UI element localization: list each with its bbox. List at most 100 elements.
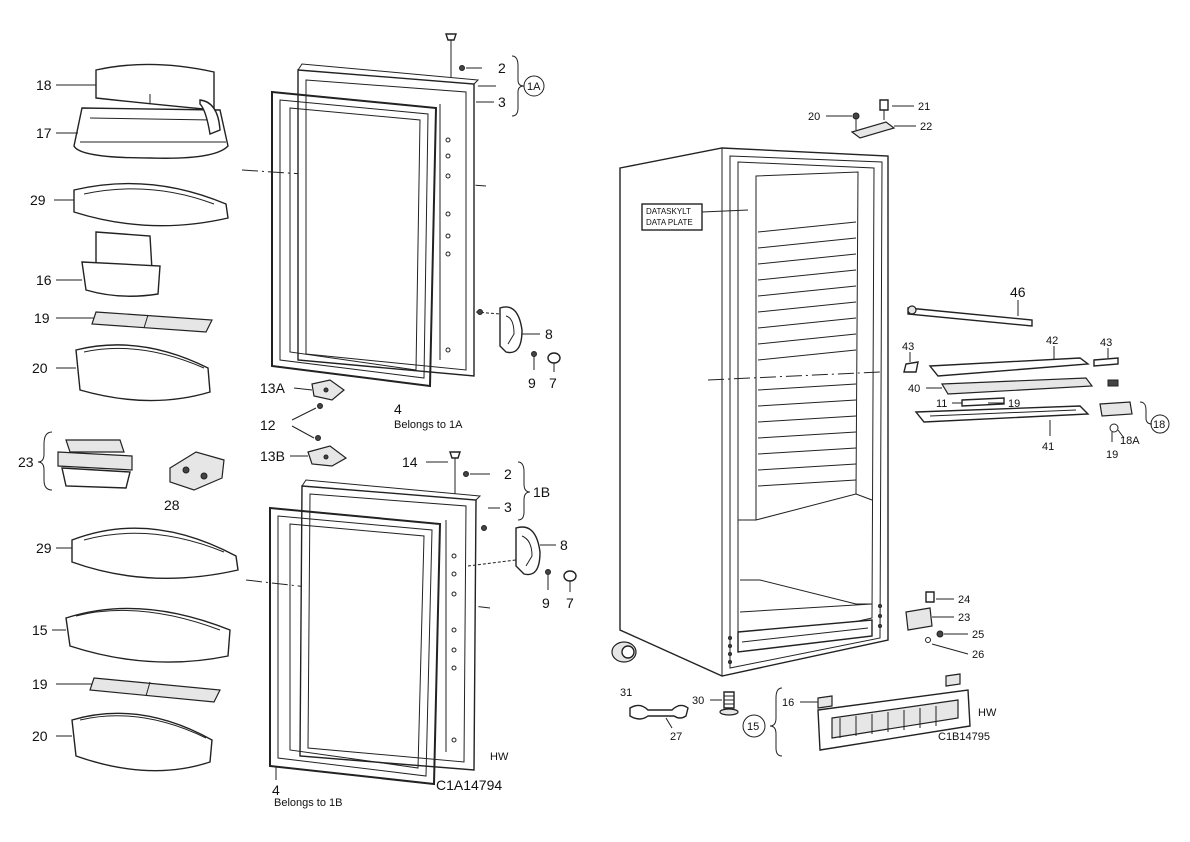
label-31: 31 [620,687,632,699]
label-14: 14 [402,454,418,470]
upper-door-hinge-holes [445,137,451,353]
label-28: 28 [164,497,180,513]
label-41: 41 [1042,441,1054,453]
bracket-1a [511,55,525,117]
label-4-upper: 4 [394,401,402,417]
label-21: 21 [918,101,930,113]
label-7-upper: 7 [549,375,557,391]
screw-2-upper [459,65,465,71]
part-20-door-bin-bottom [71,712,213,772]
bracket-18 [1139,401,1153,425]
part-19-grille-bottom [89,677,221,703]
part-15-door-bin [65,607,231,663]
label-1b: 1B [533,484,550,500]
hinge-13b [307,445,348,467]
label-3-upper: 3 [498,94,506,110]
label-16-top: 16 [36,272,52,288]
label-8-lower: 8 [560,537,568,553]
screw-20-top [852,112,860,120]
label-17: 17 [36,125,52,141]
label-18a: 18A [1120,435,1140,447]
plate-40 [940,377,1094,395]
bracket-43-right [1093,357,1119,367]
label-2-lower: 2 [504,466,512,482]
cap-7-upper [547,352,561,364]
label-4-lower: 4 [272,782,280,798]
note-belongs-1b: Belongs to 1B [274,797,343,809]
cabinet-bottom-drawer [737,619,873,653]
label-19-top: 19 [34,310,50,326]
label-46: 46 [1010,284,1026,300]
cabinet-vents [728,604,882,664]
label-15-left: 15 [32,622,48,638]
part-29-door-bin-bottom [71,527,239,580]
label-30: 30 [692,695,704,707]
label-26: 26 [972,649,984,661]
label-16-right: 16 [782,697,794,709]
label-18-right: 18 [1153,419,1165,431]
screw-9-upper [531,351,537,357]
label-18: 18 [36,77,52,93]
bracket-23 [37,431,53,491]
label-8-upper: 8 [545,326,553,342]
part-19-grille-top [91,311,213,333]
label-9-upper: 9 [528,375,536,391]
label-7-lower: 7 [566,595,574,611]
thermostat-18 [1099,401,1133,433]
label-1a: 1A [527,81,541,93]
part-23-butter-trays [57,439,133,489]
hw-mark-doors: HW [490,751,509,763]
bracket-43-left [903,361,919,373]
label-43-right: 43 [1100,337,1112,349]
axis-line-lower [245,579,491,609]
note-belongs-1a: Belongs to 1A [394,419,463,431]
upper-door-gasket-4 [271,90,438,388]
drawing-code-cabinet: C1B14795 [938,731,990,743]
label-22: 22 [920,121,932,133]
label-15-right: 15 [747,721,759,733]
label-27: 27 [670,731,682,743]
part-16-small-holder [81,231,161,297]
drawing-code-doors: C1A14794 [436,777,502,793]
upper-door-panel [297,63,480,377]
lower-door-hinge-holes [451,553,457,743]
cabinet-foot [611,641,637,663]
label-2-upper: 2 [498,60,506,76]
label-40: 40 [908,383,920,395]
part-18-shelf-lid [95,63,215,111]
label-25: 25 [972,629,984,641]
handle-8-lower [515,526,541,576]
pin-21 [879,99,889,111]
label-19-right: 19 [1106,449,1118,461]
screw-top [445,33,457,41]
label-23-left: 23 [18,454,34,470]
part-20-door-bin-top [75,344,211,402]
label-23-right: 23 [958,612,970,624]
lower-door-gasket-4 [269,506,442,786]
label-20-bottom: 20 [32,728,48,744]
hinge-23 [905,607,933,631]
label-29-bottom: 29 [36,540,52,556]
lower-door-panel [299,479,482,771]
cabinet-shelf-rails [757,221,857,487]
data-plate-line-1: DATASKYLT [646,207,691,216]
wrench-27 [629,704,689,720]
part-28-egg-holder [169,451,225,491]
label-13a: 13A [260,380,286,396]
label-20-top: 20 [32,360,48,376]
hw-mark-cabinet: HW [978,707,997,719]
kick-plate-grille [817,689,971,751]
rod-46 [907,305,1033,327]
cabinet-body [619,147,889,677]
plate-42 [928,357,1090,377]
part-29-door-bin-top [73,182,229,227]
data-plate [641,203,703,231]
label-9-lower: 9 [542,595,550,611]
handle-8-upper [499,306,523,354]
plate-41 [914,405,1090,423]
label-19-bottom: 19 [32,676,48,692]
foot-30 [719,691,739,716]
part-17-door-shelf [73,99,229,159]
label-11: 11 [936,398,947,410]
